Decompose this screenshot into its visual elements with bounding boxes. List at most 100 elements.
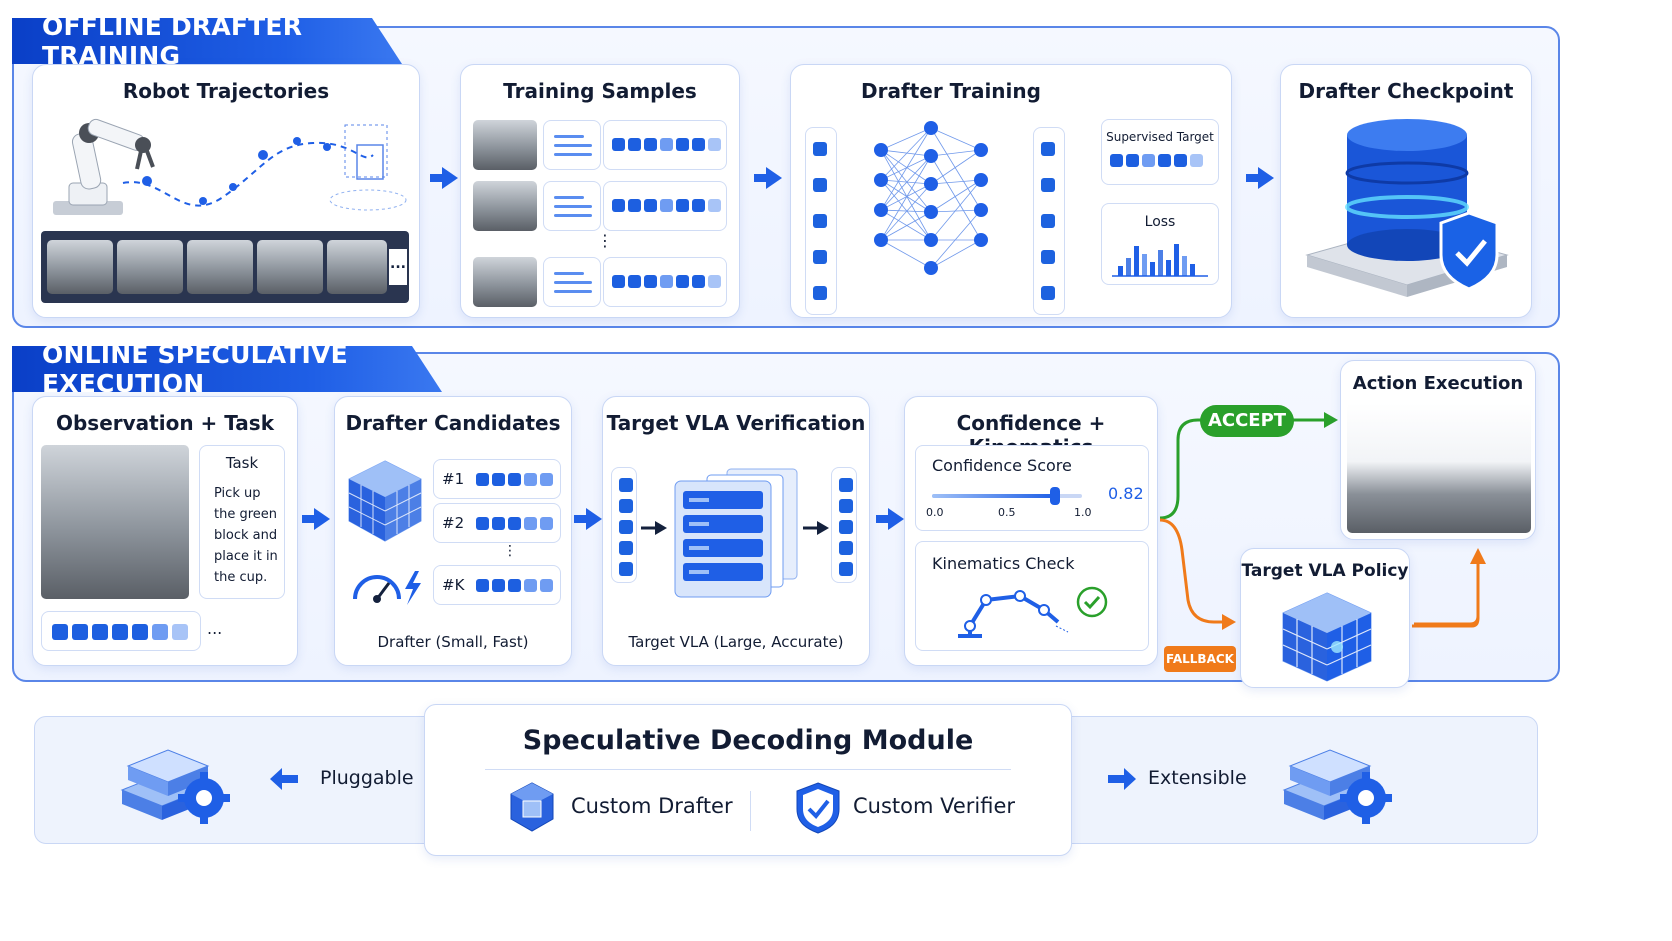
action-token xyxy=(540,517,553,530)
vector-token xyxy=(1041,214,1055,228)
offline-banner: OFFLINE DRAFTER TRAINING xyxy=(12,18,402,64)
confidence-slider-knob xyxy=(1050,487,1060,505)
samples-ellipsis: ⋮ xyxy=(597,231,613,250)
action-execution-title: Action Execution xyxy=(1352,373,1524,394)
film-strip: ... xyxy=(41,231,409,303)
task-line-1: Pick up xyxy=(214,486,261,501)
action-token xyxy=(676,275,689,288)
module-divider xyxy=(485,769,1011,770)
target-policy-title: Target VLA Policy xyxy=(1241,561,1409,581)
sample-actions-2 xyxy=(603,181,727,231)
vector-token xyxy=(1041,142,1055,156)
verification-arrow-1 xyxy=(641,521,667,535)
output-vector xyxy=(1033,127,1065,315)
vector-token xyxy=(813,178,827,192)
vector-token xyxy=(619,520,633,534)
action-token xyxy=(628,275,641,288)
action-token xyxy=(1142,154,1155,167)
confidence-slider-fill xyxy=(932,494,1055,498)
drafter-checkpoint-title: Drafter Checkpoint xyxy=(1298,79,1514,103)
action-token xyxy=(628,138,641,151)
fallback-return-arrow xyxy=(1414,548,1486,626)
arrow-online-1 xyxy=(302,508,330,530)
pluggable-icon xyxy=(120,749,230,824)
arrow-online-2 xyxy=(574,508,602,530)
action-token xyxy=(524,579,537,592)
action-token xyxy=(708,138,721,151)
observation-title: Observation + Task xyxy=(55,411,275,435)
action-token xyxy=(660,275,673,288)
sample-image-2 xyxy=(473,181,537,231)
action-token xyxy=(676,138,689,151)
extensible-arrow-icon xyxy=(1108,768,1136,790)
fallback-badge: FALLBACK xyxy=(1164,646,1236,672)
action-token xyxy=(692,138,705,151)
speedometer-icon xyxy=(353,571,421,605)
custom-verifier-icon xyxy=(796,782,840,834)
robot-trajectories-title: Robot Trajectories xyxy=(122,79,330,103)
vector-token xyxy=(813,250,827,264)
task-label: Task xyxy=(225,454,259,472)
confidence-score-box: Confidence Score 0.82 0.0 0.5 1.0 xyxy=(915,445,1149,531)
vector-token xyxy=(839,562,853,576)
custom-drafter-label: Custom Drafter xyxy=(571,794,733,818)
vector-token xyxy=(619,499,633,513)
sample-image-3 xyxy=(473,257,537,307)
action-execution-card: Action Execution xyxy=(1340,360,1536,540)
verification-input-vector xyxy=(611,467,637,583)
pluggable-label: Pluggable xyxy=(320,767,414,789)
training-samples-title: Training Samples xyxy=(503,79,697,103)
input-vector xyxy=(805,127,837,315)
task-line-4: place it in xyxy=(214,549,278,564)
candidates-ellipsis: ⋮ xyxy=(503,543,517,559)
drafter-checkpoint-card: Drafter Checkpoint xyxy=(1280,64,1532,318)
target-policy-card: Target VLA Policy xyxy=(1240,548,1410,688)
extensible-label: Extensible xyxy=(1148,767,1247,789)
custom-drafter-icon xyxy=(510,782,554,832)
action-token xyxy=(692,199,705,212)
module-title: Speculative Decoding Module xyxy=(522,725,974,756)
vector-token xyxy=(839,520,853,534)
observation-card: Observation + Task Task Pick up the gree… xyxy=(32,396,298,666)
candidate-1-label: #1 xyxy=(442,470,465,488)
action-token xyxy=(492,579,505,592)
action-token xyxy=(476,517,489,530)
action-token xyxy=(508,579,521,592)
drafter-training-card: Drafter Training Supervised Target Loss xyxy=(790,64,1232,318)
vector-token xyxy=(619,478,633,492)
kinematics-box: Kinematics Check xyxy=(915,541,1149,651)
action-token xyxy=(708,275,721,288)
server-rack-icon xyxy=(674,468,798,598)
candidate-1: #1 xyxy=(433,459,561,499)
action-token xyxy=(660,199,673,212)
check-circle-icon xyxy=(1076,586,1108,618)
action-token xyxy=(540,473,553,486)
action-execution-image xyxy=(1347,403,1531,533)
action-token xyxy=(644,275,657,288)
robot-arm-icon xyxy=(53,118,155,215)
arrow-offline-3 xyxy=(1246,167,1274,189)
observation-image xyxy=(41,445,189,599)
film-frame-2 xyxy=(117,240,183,294)
observation-ellipsis: ... xyxy=(207,619,223,638)
drafter-cube-icon xyxy=(348,460,422,542)
action-token xyxy=(524,473,537,486)
supervised-target-label: Supervised Target xyxy=(1106,130,1214,144)
task-line-2: the green xyxy=(214,507,278,522)
pluggable-arrow-icon xyxy=(270,768,298,790)
kinematic-arm-icon xyxy=(958,590,1069,638)
action-token xyxy=(492,517,505,530)
vector-token xyxy=(1041,250,1055,264)
sample-actions-3 xyxy=(603,257,727,307)
action-token xyxy=(476,579,489,592)
action-token xyxy=(1158,154,1171,167)
neural-network-icon xyxy=(874,121,988,275)
film-strip-ellipsis: ... xyxy=(389,249,407,285)
drafter-candidates-card: Drafter Candidates #1 #2 ⋮ #K Drafter (S… xyxy=(334,396,572,666)
action-token xyxy=(1110,154,1123,167)
confidence-tick-0: 0.0 xyxy=(926,506,944,519)
accept-badge: ACCEPT xyxy=(1200,405,1294,437)
confidence-slider-track xyxy=(932,487,1082,505)
action-token xyxy=(644,199,657,212)
drafter-training-title: Drafter Training xyxy=(861,79,1041,103)
